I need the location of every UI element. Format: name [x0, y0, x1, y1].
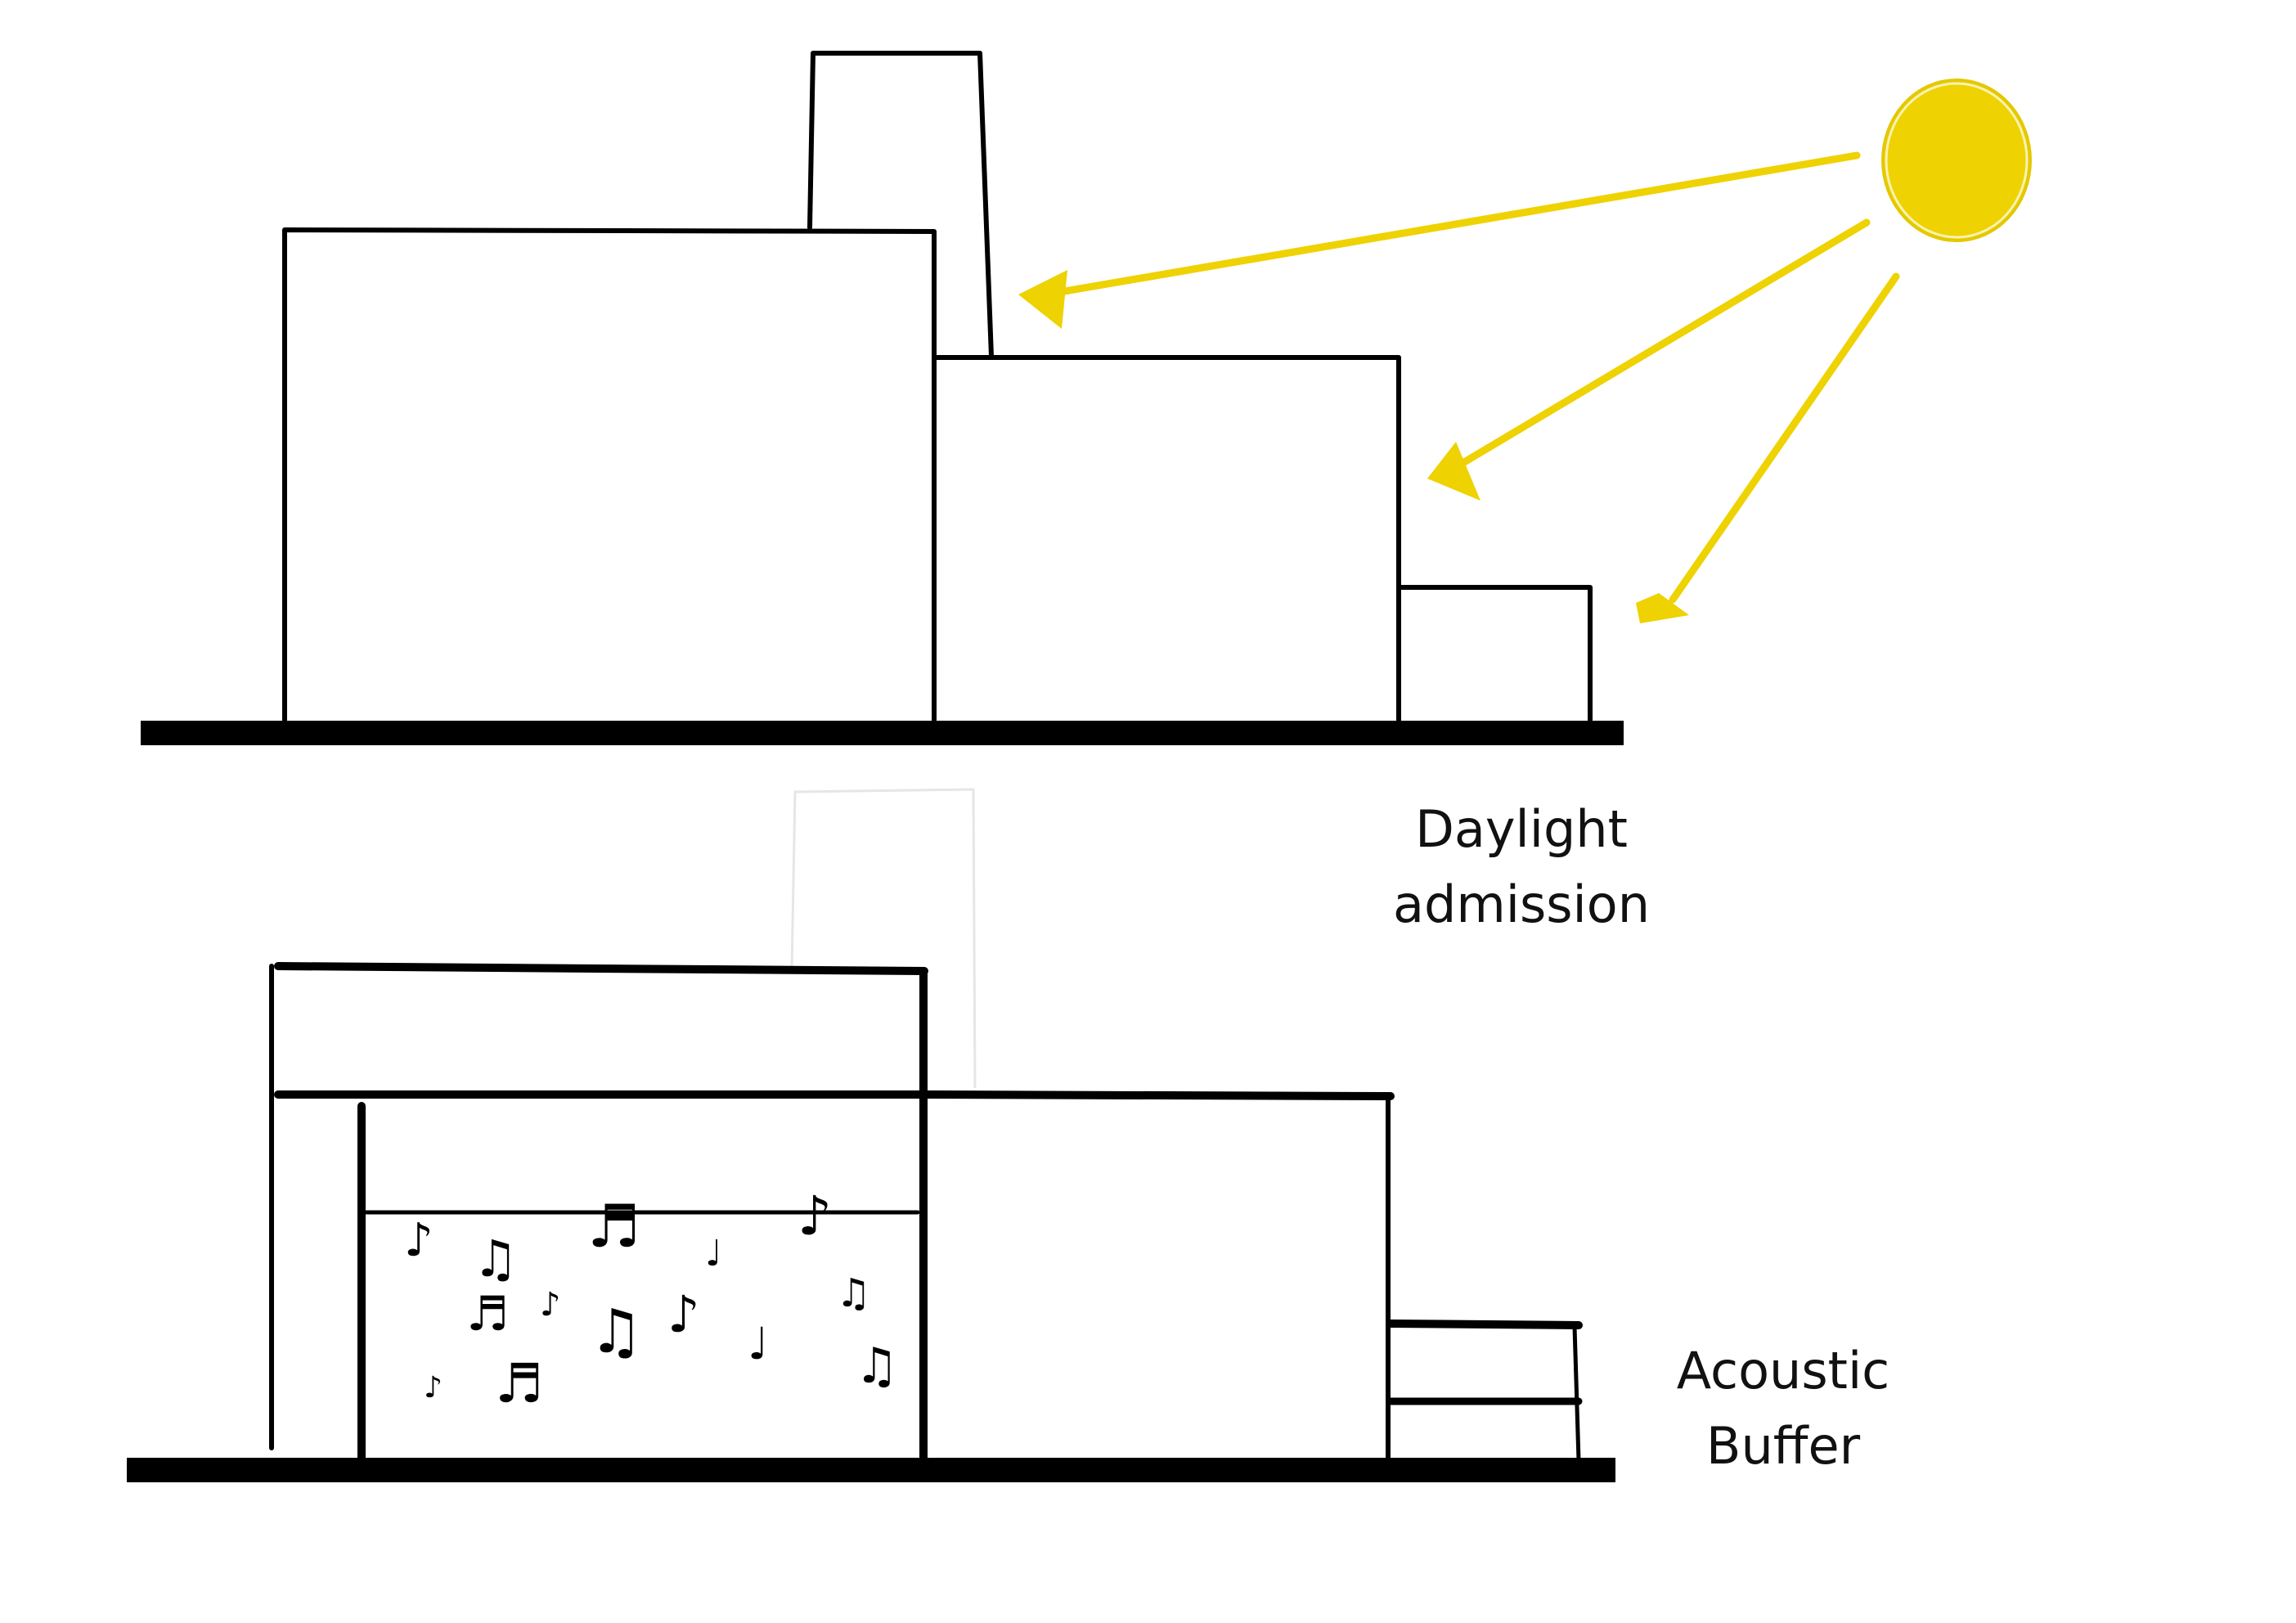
- sun-ray-upper: [1051, 151, 1861, 297]
- sun-rays: [1018, 151, 1900, 623]
- music-note-icon: ♫: [836, 1270, 872, 1316]
- low-step-top: [1386, 1320, 1583, 1329]
- music-note-icon: ♬: [466, 1286, 509, 1342]
- rooftop-tower: [807, 51, 994, 359]
- main-volume: [282, 227, 937, 722]
- music-note-icon: ♪: [540, 1286, 561, 1324]
- acoustic-buffer-label: Acoustic Buffer: [1579, 1333, 1988, 1484]
- low-step-edge: [1572, 1324, 1581, 1463]
- daylight-label-line1: Daylight: [1415, 799, 1628, 859]
- acoustic-label-line2: Buffer: [1705, 1416, 1861, 1476]
- music-note-icon: ♬: [587, 1192, 640, 1261]
- music-note-icon: ♪: [424, 1371, 443, 1405]
- upper-roof: [274, 962, 928, 975]
- music-note-icon: ♪: [404, 1214, 434, 1267]
- music-note-icon: ♩: [748, 1318, 769, 1369]
- low-volume: [1398, 585, 1593, 722]
- daylight-label-line2: admission: [1392, 874, 1651, 934]
- sun-icon: [1881, 79, 2032, 242]
- music-note-icon: ♫: [473, 1229, 519, 1288]
- mid-floor: [274, 1090, 1395, 1100]
- daylight-section: [282, 51, 1593, 722]
- sun-ray-lower: [1669, 272, 1900, 604]
- music-note-icon: ♪: [667, 1284, 700, 1344]
- acoustic-label-line1: Acoustic: [1676, 1341, 1890, 1400]
- daylight-admission-label: Daylight admission: [1317, 792, 1726, 942]
- arrow-icon: [1427, 442, 1480, 501]
- music-note-icon: ♩: [705, 1233, 722, 1275]
- music-note-icon: ♫: [855, 1338, 899, 1395]
- middle-volume: [932, 355, 1401, 722]
- arrow-icon: [1018, 270, 1067, 329]
- sun-ray-middle: [1460, 218, 1871, 466]
- music-note-icon: ♬: [495, 1352, 544, 1415]
- faint-marks: [790, 788, 977, 1089]
- music-note-icon: ♫: [589, 1297, 644, 1367]
- music-note-icon: ♪: [798, 1185, 833, 1248]
- acoustic-section: [269, 962, 1583, 1464]
- arrow-icon: [1636, 593, 1689, 623]
